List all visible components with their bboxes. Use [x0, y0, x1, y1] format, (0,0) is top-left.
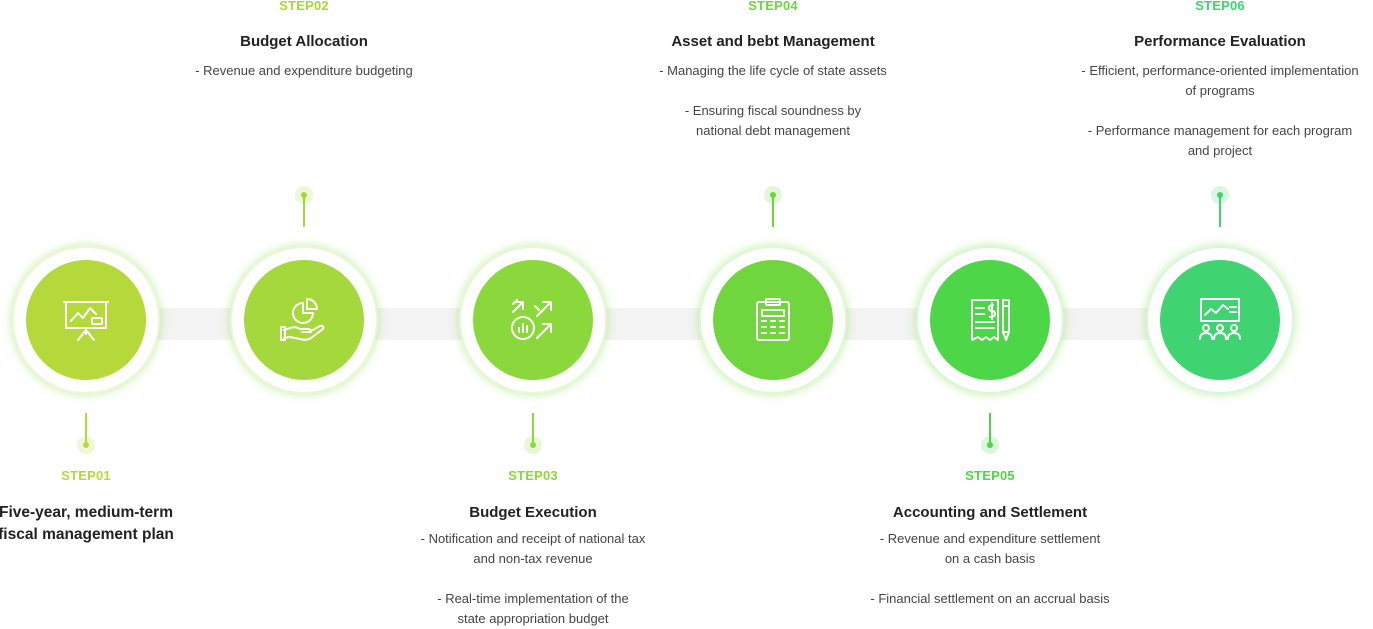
step04-connector-dot	[764, 186, 782, 204]
step03-connector-line	[532, 413, 534, 444]
step06-title: Performance Evaluation	[1134, 33, 1306, 50]
board-audience-icon	[1194, 294, 1246, 346]
step03-connector-dot	[524, 436, 542, 454]
receipt-pencil-icon	[964, 294, 1016, 346]
step04-circle-fill	[713, 260, 833, 380]
step05-title: Accounting and Settlement	[892, 504, 1088, 521]
step06-detail-item: - Efficient, performance-oriented implem…	[1081, 63, 1359, 98]
step06-label: STEP06	[1195, 0, 1245, 13]
arrows-coin-icon	[507, 294, 559, 346]
step03-detail-item: - Real-time implementation of the state …	[437, 591, 629, 626]
step03-circle-fill	[473, 260, 593, 380]
step01-circle	[12, 246, 160, 394]
step04-label: STEP04	[748, 0, 798, 13]
step05-details: - Revenue and expenditure settlement on …	[830, 529, 1150, 609]
hand-pie-chart-icon	[278, 294, 330, 346]
step03-details: - Notification and receipt of national t…	[373, 529, 693, 629]
step01-label: STEP01	[61, 468, 111, 483]
step02-circle-fill	[244, 260, 364, 380]
step01-circle-fill	[26, 260, 146, 380]
step04-circle	[699, 246, 847, 394]
step06-connector-dot	[1211, 186, 1229, 204]
step01-connector-line	[85, 413, 87, 444]
step06-circle-fill	[1160, 260, 1280, 380]
step02-circle	[230, 246, 378, 394]
step06-circle	[1146, 246, 1294, 394]
step04-detail-item: - Managing the life cycle of state asset…	[659, 63, 887, 78]
step02-title: Budget Allocation	[240, 33, 368, 50]
step01-connector-dot	[77, 436, 95, 454]
step02-detail-item: - Revenue and expenditure budgeting	[195, 63, 413, 78]
step06-connector-line	[1219, 196, 1221, 227]
step04-connector-line	[772, 196, 774, 227]
step06-details: - Efficient, performance-oriented implem…	[1060, 61, 1373, 161]
step01-title: Five-year, medium-term fiscal management…	[0, 504, 174, 543]
step03-label: STEP03	[508, 468, 558, 483]
step04-title: Asset and bebt Management	[671, 33, 875, 50]
step02-label: STEP02	[279, 0, 329, 13]
step05-detail-item: - Revenue and expenditure settlement on …	[879, 531, 1101, 566]
step05-circle-fill	[930, 260, 1050, 380]
step06-detail-item: - Performance management for each progra…	[1087, 123, 1353, 158]
step03-circle	[459, 246, 607, 394]
step03-detail-item: - Notification and receipt of national t…	[420, 531, 646, 566]
step05-circle	[916, 246, 1064, 394]
step04-details: - Managing the life cycle of state asset…	[613, 61, 933, 141]
presentation-chart-icon	[60, 294, 112, 346]
clipboard-calculator-icon	[747, 294, 799, 346]
step05-detail-item: - Financial settlement on an accrual bas…	[870, 591, 1110, 606]
step02-connector-dot	[295, 186, 313, 204]
step02-connector-line	[303, 196, 305, 227]
step02-details: - Revenue and expenditure budgeting	[144, 61, 464, 81]
step05-label: STEP05	[965, 468, 1015, 483]
step05-connector-line	[989, 413, 991, 444]
step04-detail-item: - Ensuring fiscal soundness by national …	[684, 103, 862, 138]
step05-connector-dot	[981, 436, 999, 454]
step03-title: Budget Execution	[469, 504, 597, 521]
